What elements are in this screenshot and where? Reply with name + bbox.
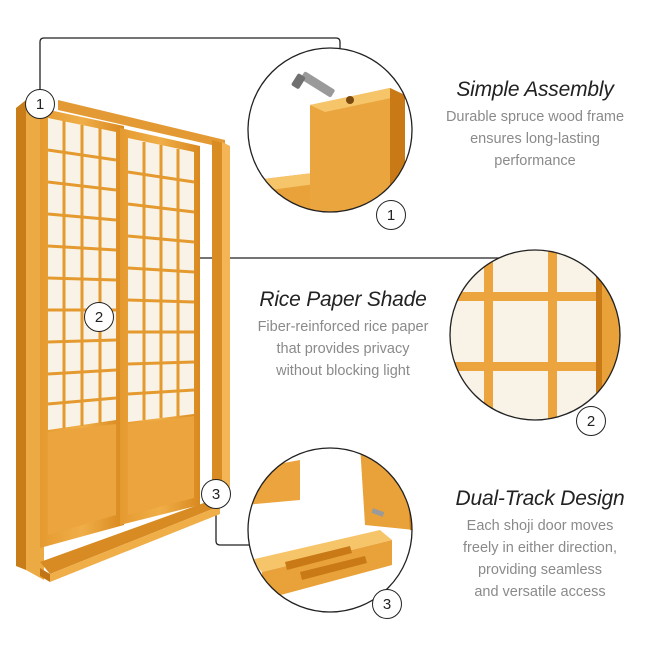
feature-description-line: providing seamless xyxy=(477,562,603,578)
callout-badge-1: 1 xyxy=(25,89,55,119)
feature-simple-assembly: Simple Assembly Durable spruce wood fram… xyxy=(430,78,640,172)
screw-icon xyxy=(291,71,335,98)
feature-description-line: and versatile access xyxy=(474,584,606,600)
feature-description-line: Each shoji door moves xyxy=(466,518,614,534)
feature-title: Simple Assembly xyxy=(456,78,614,101)
feature-description-line: Durable spruce wood frame xyxy=(445,109,625,125)
feature-description-line: ensures long-lasting xyxy=(470,131,600,147)
feature-description-line: without blocking light xyxy=(276,363,410,379)
shoji-door-set xyxy=(16,100,230,582)
callout-badge-2: 2 xyxy=(84,302,114,332)
feature-description-line: that provides privacy xyxy=(276,341,410,357)
feature-title: Rice Paper Shade xyxy=(259,288,427,311)
feature-title: Dual-Track Design xyxy=(455,487,625,510)
feature-description-line: Fiber-reinforced rice paper xyxy=(257,319,429,335)
callout-badge-2-detail: 2 xyxy=(576,406,606,436)
callout-badge-3-detail: 3 xyxy=(372,589,402,619)
detail-dual-track xyxy=(247,447,413,613)
callout-badge-1-detail: 1 xyxy=(376,200,406,230)
feature-dual-track-design: Dual-Track Design Each shoji door moves … xyxy=(445,487,635,603)
feature-description-line: performance xyxy=(494,153,576,169)
door-panel-right xyxy=(120,128,200,525)
callout-badge-3: 3 xyxy=(201,479,231,509)
detail-rice-paper xyxy=(449,249,621,421)
feature-rice-paper-shade: Rice Paper Shade Fiber-reinforced rice p… xyxy=(248,288,438,382)
leader-line-1 xyxy=(39,37,341,92)
leader-line-3 xyxy=(215,505,254,546)
door-panel-left xyxy=(40,108,124,548)
feature-description-line: freely in either direction, xyxy=(463,540,617,556)
detail-assembly xyxy=(247,47,413,213)
